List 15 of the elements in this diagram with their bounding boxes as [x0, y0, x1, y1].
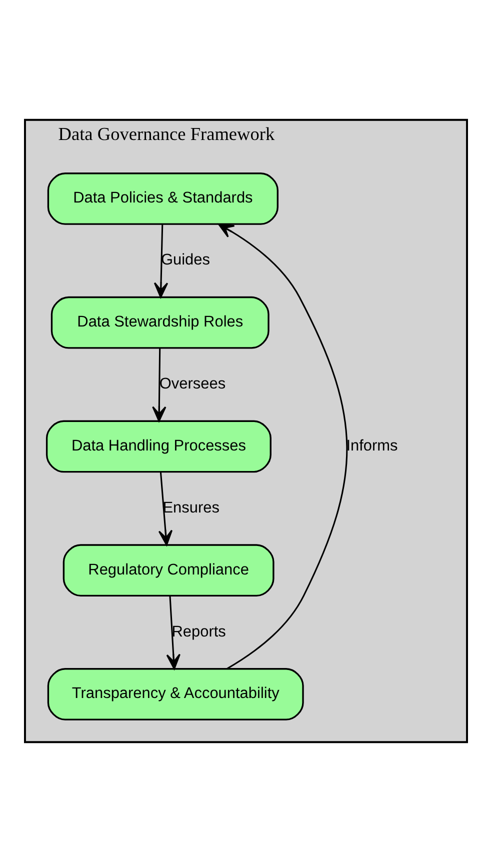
arrow	[158, 472, 173, 546]
node-box: Data Stewardship Roles	[50, 296, 270, 348]
edge-label: Guides	[160, 251, 210, 268]
arrow	[152, 348, 166, 422]
node-box: Regulatory Compliance	[62, 544, 274, 596]
arrow	[166, 596, 180, 670]
edge-label: Ensures	[162, 498, 220, 516]
arrow	[218, 223, 348, 669]
node-box: Data Handling Processes	[46, 420, 272, 472]
edge-label: Oversees	[159, 374, 226, 392]
node-box: Data Policies & Standards	[47, 172, 279, 224]
edge-label: Reports	[172, 622, 226, 640]
arrow	[154, 224, 168, 298]
edge-label: Informs	[346, 436, 398, 454]
node-box: Transparency & Accountability	[47, 668, 304, 720]
